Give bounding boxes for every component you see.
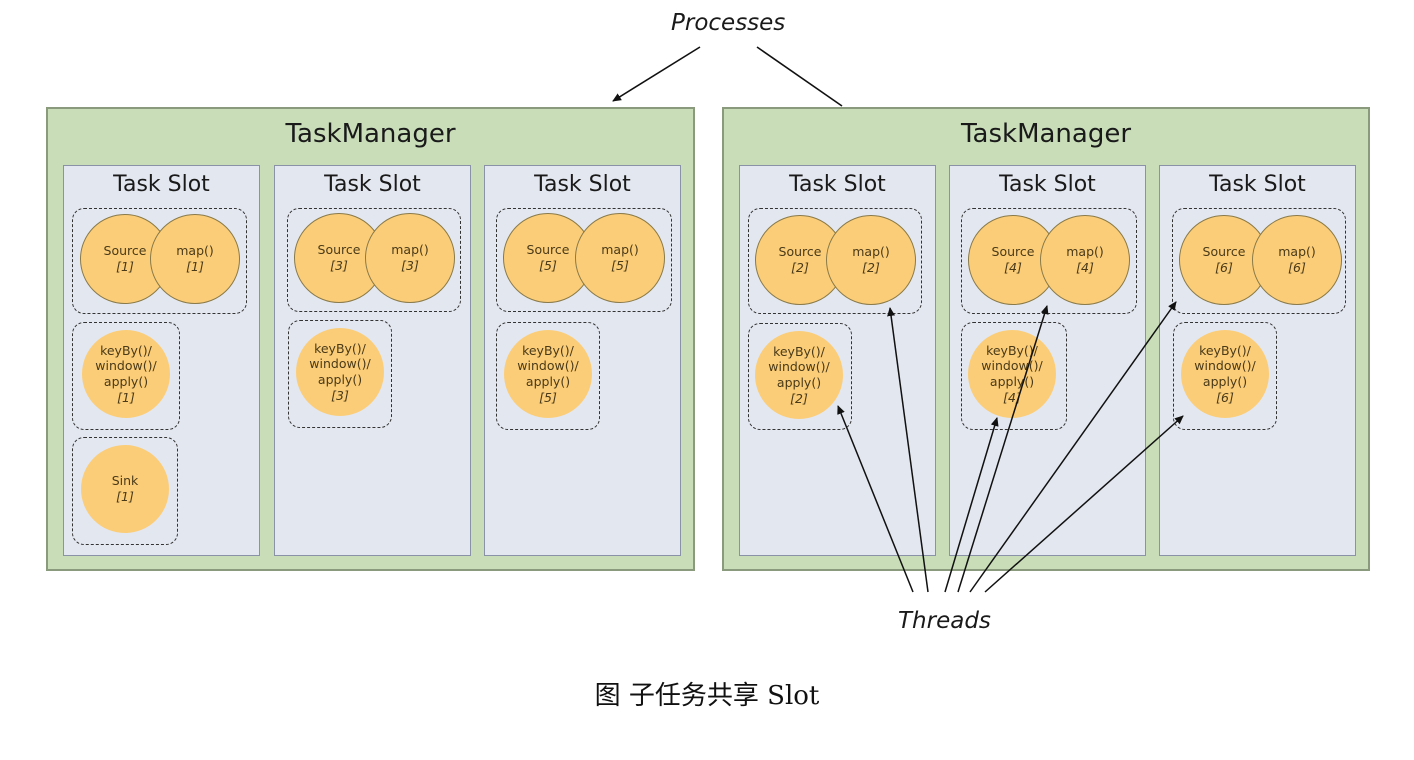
operator-line: keyBy()/ bbox=[986, 342, 1038, 358]
task-manager-2: TaskManager Task Slot Source [2] map() [… bbox=[722, 107, 1370, 571]
operator-line: window()/ bbox=[981, 358, 1043, 374]
operator-line: apply() bbox=[1202, 374, 1248, 389]
operator-line: window()/ bbox=[517, 358, 579, 374]
operator-line: keyBy()/ bbox=[100, 342, 152, 358]
operator-index: [4] bbox=[1076, 260, 1094, 275]
keyby-window-apply-operator: keyBy()/ window()/ apply() [6] bbox=[1181, 330, 1269, 418]
sink-group bbox=[72, 437, 178, 545]
map-operator: map() [3] bbox=[365, 213, 455, 303]
keyby-window-apply-group bbox=[748, 323, 852, 430]
operator-name: Sink bbox=[111, 473, 139, 489]
operator-line: keyBy()/ bbox=[1199, 342, 1251, 358]
operator-name: Source bbox=[1202, 244, 1246, 260]
operator-index: [2] bbox=[790, 390, 808, 406]
map-operator: map() [4] bbox=[1040, 215, 1130, 305]
operator-index: [4] bbox=[1003, 389, 1021, 405]
task-manager-1: TaskManager Task Slot Source [1] map() [… bbox=[46, 107, 695, 571]
task-slot-4: Task Slot Source [2] map() [2] keyBy()/ … bbox=[739, 165, 936, 556]
sink-operator: Sink [1] bbox=[81, 445, 169, 533]
operator-name: map() bbox=[601, 242, 639, 258]
keyby-window-apply-group bbox=[72, 322, 180, 430]
operator-index: [2] bbox=[862, 260, 880, 275]
task-slot-6: Task Slot Source [6] map() [6] keyBy()/ … bbox=[1159, 165, 1356, 556]
operator-line: apply() bbox=[776, 375, 822, 390]
processes-label: Processes bbox=[671, 10, 786, 36]
task-manager-title: TaskManager bbox=[960, 119, 1132, 149]
map-operator: map() [5] bbox=[575, 213, 665, 303]
operator-line: keyBy()/ bbox=[314, 340, 366, 356]
source-map-chain bbox=[287, 208, 461, 312]
task-slot-3: Task Slot Source [5] map() [5] keyBy()/ … bbox=[484, 165, 681, 556]
map-operator: map() [1] bbox=[150, 214, 240, 304]
keyby-window-apply-group bbox=[288, 320, 392, 428]
operator-index: [5] bbox=[611, 258, 629, 273]
operator-line: apply() bbox=[989, 374, 1035, 389]
map-operator: map() [6] bbox=[1252, 215, 1342, 305]
operator-name: Source bbox=[317, 242, 361, 258]
source-map-chain bbox=[1172, 208, 1346, 314]
operator-index: [5] bbox=[539, 258, 557, 273]
operator-name: Source bbox=[991, 244, 1035, 260]
task-slot-title: Task Slot bbox=[1209, 172, 1306, 197]
keyby-window-apply-operator: keyBy()/ window()/ apply() [5] bbox=[504, 330, 592, 418]
operator-index: [1] bbox=[116, 259, 134, 274]
operator-name: Source bbox=[103, 243, 147, 259]
keyby-window-apply-group bbox=[496, 322, 600, 430]
task-slot-2: Task Slot Source [3] map() [3] keyBy()/ … bbox=[274, 165, 471, 556]
map-operator: map() [2] bbox=[826, 215, 916, 305]
operator-name: map() bbox=[391, 242, 429, 258]
keyby-window-apply-operator: keyBy()/ window()/ apply() [1] bbox=[82, 330, 170, 418]
task-slot-title: Task Slot bbox=[324, 172, 421, 197]
task-slot-title: Task Slot bbox=[534, 172, 631, 197]
operator-index: [1] bbox=[116, 489, 134, 504]
operator-index: [6] bbox=[1288, 260, 1306, 275]
operator-line: keyBy()/ bbox=[773, 343, 825, 359]
operator-index: [1] bbox=[117, 389, 135, 405]
task-slot-title: Task Slot bbox=[113, 172, 210, 197]
operator-line: window()/ bbox=[768, 359, 830, 375]
task-manager-title: TaskManager bbox=[285, 119, 456, 149]
threads-label: Threads bbox=[898, 608, 991, 634]
operator-line: window()/ bbox=[309, 356, 371, 372]
operator-index: [3] bbox=[401, 258, 419, 273]
source-map-chain bbox=[748, 208, 922, 314]
operator-index: [1] bbox=[186, 259, 204, 274]
processes-line-right bbox=[756, 46, 843, 107]
operator-name: map() bbox=[1066, 244, 1104, 260]
operator-name: map() bbox=[852, 244, 890, 260]
task-slot-5: Task Slot Source [4] map() [4] keyBy()/ … bbox=[949, 165, 1146, 556]
keyby-window-apply-operator: keyBy()/ window()/ apply() [2] bbox=[755, 331, 843, 419]
operator-index: [4] bbox=[1004, 260, 1022, 275]
operator-line: apply() bbox=[317, 372, 363, 387]
operator-line: window()/ bbox=[1194, 358, 1256, 374]
operator-line: apply() bbox=[525, 374, 571, 389]
source-operator: Source [5] bbox=[503, 213, 593, 303]
operator-line: apply() bbox=[103, 374, 149, 389]
operator-index: [6] bbox=[1215, 260, 1233, 275]
operator-line: window()/ bbox=[95, 358, 157, 374]
task-slot-title: Task Slot bbox=[999, 172, 1096, 197]
operator-index: [2] bbox=[791, 260, 809, 275]
operator-name: Source bbox=[778, 244, 822, 260]
operator-index: [6] bbox=[1216, 389, 1234, 405]
operator-index: [3] bbox=[330, 258, 348, 273]
task-slot-title: Task Slot bbox=[789, 172, 886, 197]
operator-name: Source bbox=[526, 242, 570, 258]
operator-index: [3] bbox=[331, 387, 349, 403]
source-map-chain bbox=[496, 208, 672, 312]
operator-line: keyBy()/ bbox=[522, 342, 574, 358]
operator-index: [5] bbox=[539, 389, 557, 405]
operator-name: map() bbox=[1278, 244, 1316, 260]
task-slot-1: Task Slot Source [1] map() [1] keyBy()/ … bbox=[63, 165, 260, 556]
processes-arrow-left bbox=[612, 46, 701, 102]
figure-caption: 图 子任务共享 Slot bbox=[594, 681, 820, 711]
keyby-window-apply-operator: keyBy()/ window()/ apply() [3] bbox=[296, 328, 384, 416]
keyby-window-apply-operator: keyBy()/ window()/ apply() [4] bbox=[968, 330, 1056, 418]
source-map-chain bbox=[72, 208, 247, 314]
operator-name: map() bbox=[176, 243, 214, 259]
